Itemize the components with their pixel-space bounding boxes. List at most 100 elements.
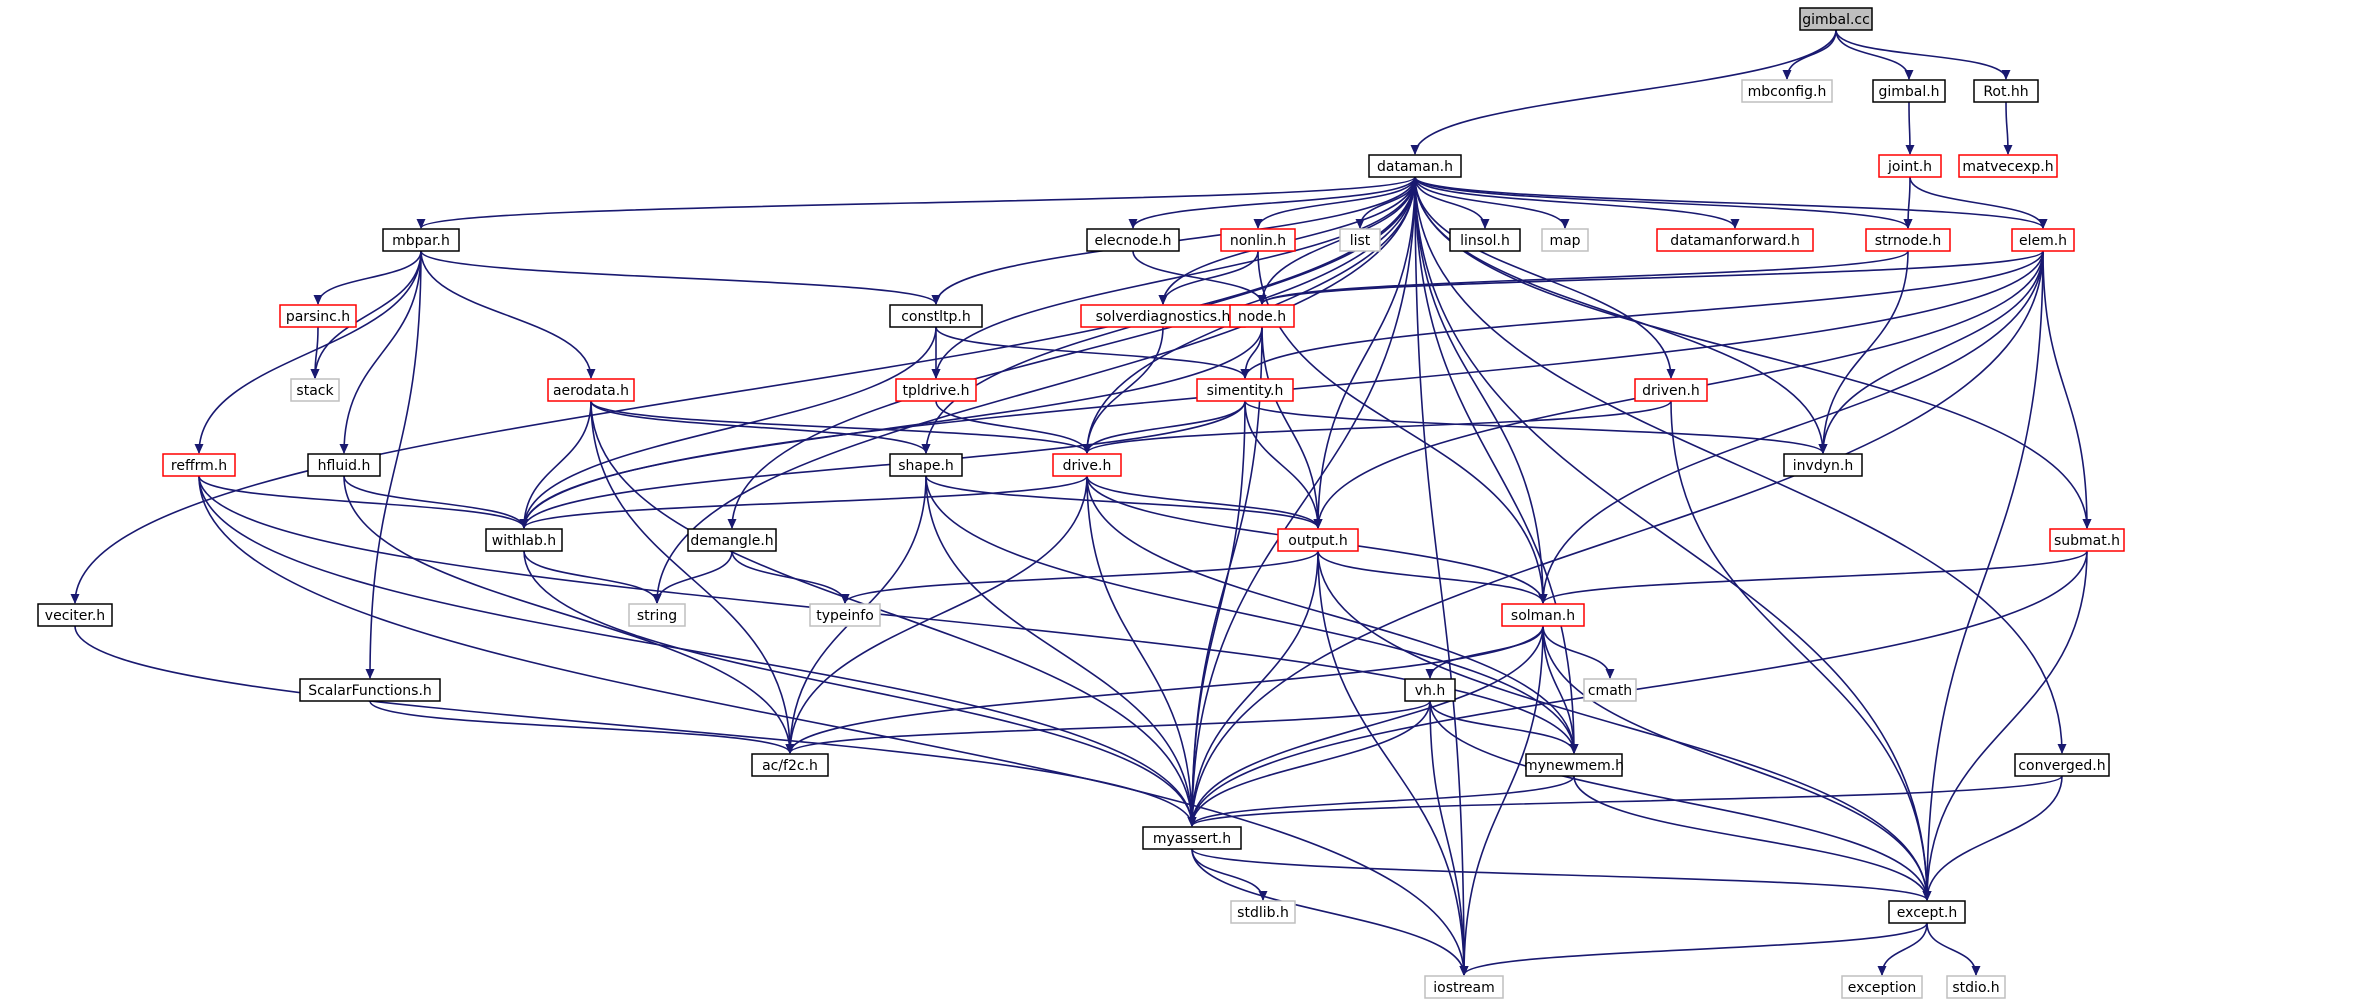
file-node-box [895,378,977,402]
dependency-edge-dataman_h-to-strnode_h [1414,176,1913,229]
file-node-elem-h[interactable]: elem.h [2011,228,2075,252]
file-node-simentity-h[interactable]: simentity.h [1196,378,1294,402]
dependency-edge-elem_h-to-node_h [1257,250,2044,305]
dependency-edge-aerodata_h-to-myassert_h [590,400,1197,827]
file-node-aerodata-h[interactable]: aerodata.h [547,378,635,402]
dependency-edge-node_h-to-simentity_h [1240,326,1263,379]
file-node-joint-h[interactable]: joint.h [1878,154,1942,178]
file-node-veciter-h[interactable]: veciter.h [37,603,113,627]
file-node-gimbal-cc[interactable]: gimbal.cc [1799,7,1873,31]
dependency-edge-myassert_h-to-except_h [1191,848,1932,901]
file-node-box [37,603,113,627]
dependency-edge-submat_h-to-except_h [1922,550,2088,901]
file-node-output-h[interactable]: output.h [1277,528,1359,552]
file-node-stack: stack [290,378,340,402]
file-node-stdlib-h: stdlib.h [1230,900,1296,924]
file-node-elecnode-h[interactable]: elecnode.h [1086,228,1180,252]
file-node-mynewmem-h[interactable]: mynewmem.h [1524,753,1624,777]
file-node-drive-h[interactable]: drive.h [1052,453,1122,477]
dependency-edge-solverdiagnostics_h-to-drive_h [1082,326,1164,454]
dependency-edge-shape_h-to-myassert_h [925,475,1197,827]
file-node-submat-h[interactable]: submat.h [2049,528,2125,552]
dependency-edge-solman_h-to-iostream [1459,625,1544,976]
file-node-reffrm-h[interactable]: reffrm.h [162,453,236,477]
file-node-myassert-h[interactable]: myassert.h [1142,826,1242,850]
file-node-vh-h[interactable]: vh.h [1404,678,1456,702]
file-node-parsinc-h[interactable]: parsinc.h [279,304,357,328]
edges-layer [70,29,2092,976]
dependency-edge-reffrm_h-to-withlab_h [198,475,529,529]
file-node-label: parsinc.h [286,309,350,325]
file-node-box [307,453,381,477]
dependency-edge-elem_h-to-solman_h [1538,250,2044,604]
dependency-edge-joint_h-to-strnode_h [1903,176,1913,229]
file-node-driven-h[interactable]: driven.h [1634,378,1708,402]
file-node-map: map [1541,228,1589,252]
dependency-edge-output_h-to-except_h [1317,550,1932,901]
dependency-edge-mynewmem_h-to-except_h [1573,775,1932,901]
dependency-edge-mbpar_h-to-parsinc_h [313,250,422,305]
file-node-converged-h[interactable]: converged.h [2014,753,2110,777]
file-node-shape-h[interactable]: shape.h [889,453,963,477]
file-node-demangle-h[interactable]: demangle.h [687,528,777,552]
dependency-edge-reffrm_h-to-iostream [198,475,1469,976]
dependency-edge-dataman_h-to-iostream [1414,176,1469,976]
file-node-box [1841,975,1923,999]
file-node-mbconfig-h: mbconfig.h [1741,79,1833,103]
dependency-edge-node_h-to-output_h [1261,326,1323,529]
dependency-edge-converged_h-to-myassert_h [1187,775,2063,827]
dependency-edge-driven_h-to-except_h [1670,400,1932,901]
file-node-node-h[interactable]: node.h [1229,304,1295,328]
file-node-gimbal-h[interactable]: gimbal.h [1872,79,1946,103]
file-node-datamanforward-h[interactable]: datamanforward.h [1656,228,1814,252]
file-node-invdyn-h[interactable]: invdyn.h [1783,453,1863,477]
file-node-mbpar-h[interactable]: mbpar.h [382,228,460,252]
dependency-edge-output_h-to-solman_h [1317,550,1548,604]
file-node-label: node.h [1238,309,1286,325]
dependency-edge-dataman_h-to-output_h [1313,176,1416,529]
file-node-withlab-h[interactable]: withlab.h [485,528,563,552]
file-node-label: hfluid.h [318,458,371,474]
file-node-linsol-h[interactable]: linsol.h [1449,228,1521,252]
dependency-edge-vh_h-to-ac_f2c_h [785,700,1431,754]
file-node-label: gimbal.cc [1802,12,1870,28]
file-node-hfluid-h[interactable]: hfluid.h [307,453,381,477]
file-node-label: submat.h [2054,533,2120,549]
file-node-matvecexp-h[interactable]: matvecexp.h [1958,154,2058,178]
file-node-label: converged.h [2018,758,2105,774]
file-node-label: ac/f2c.h [762,758,818,774]
dependency-edge-dataman_h-to-datamanforward_h [1414,176,1740,229]
file-node-box [687,528,777,552]
file-node-strnode-h[interactable]: strnode.h [1865,228,1951,252]
file-node-box [1741,79,1833,103]
dependency-edge-simentity_h-to-output_h [1244,400,1323,529]
file-node-box [382,228,460,252]
file-node-constltp-h[interactable]: constltp.h [889,304,983,328]
dependency-edge-drive_h-to-output_h [1086,475,1323,529]
file-node-rot-hh[interactable]: Rot.hh [1973,79,2039,103]
dependency-edge-node_h-to-withlab_h [519,326,1263,529]
dependency-edge-hfluid_h-to-ac_f2c_h [343,475,795,754]
dependency-edge-dataman_h-to-except_h [1414,176,1932,901]
dependency-edge-aerodata_h-to-drive_h [590,400,1092,454]
file-node-solverdiagnostics-h[interactable]: solverdiagnostics.h [1080,304,1246,328]
file-node-nonlin-h[interactable]: nonlin.h [1220,228,1296,252]
file-node-except-h[interactable]: except.h [1888,900,1966,924]
file-node-box [1872,79,1946,103]
file-node-label: output.h [1288,533,1348,549]
file-node-box [1142,826,1242,850]
file-node-label: driven.h [1642,383,1700,399]
file-node-dataman-h[interactable]: dataman.h [1368,154,1462,178]
file-node-tpldrive-h[interactable]: tpldrive.h [895,378,977,402]
file-node-box [1501,603,1585,627]
dependency-edge-hfluid_h-to-withlab_h [343,475,529,529]
file-node-solman-h[interactable]: solman.h [1501,603,1585,627]
dependency-edge-elem_h-to-myassert_h [1187,250,2044,827]
file-node-box [485,528,563,552]
nodes-layer: gimbal.cc mbconfig.h gimbal.h Rot.hh joint.h… [37,7,2125,999]
file-node-ac-f2c-h[interactable]: ac/f2c.h [751,753,829,777]
file-node-scalarfunctions-h[interactable]: ScalarFunctions.h [299,678,441,702]
dependency-edge-simentity_h-to-drive_h [1082,400,1246,454]
file-node-label: typeinfo [816,608,874,624]
